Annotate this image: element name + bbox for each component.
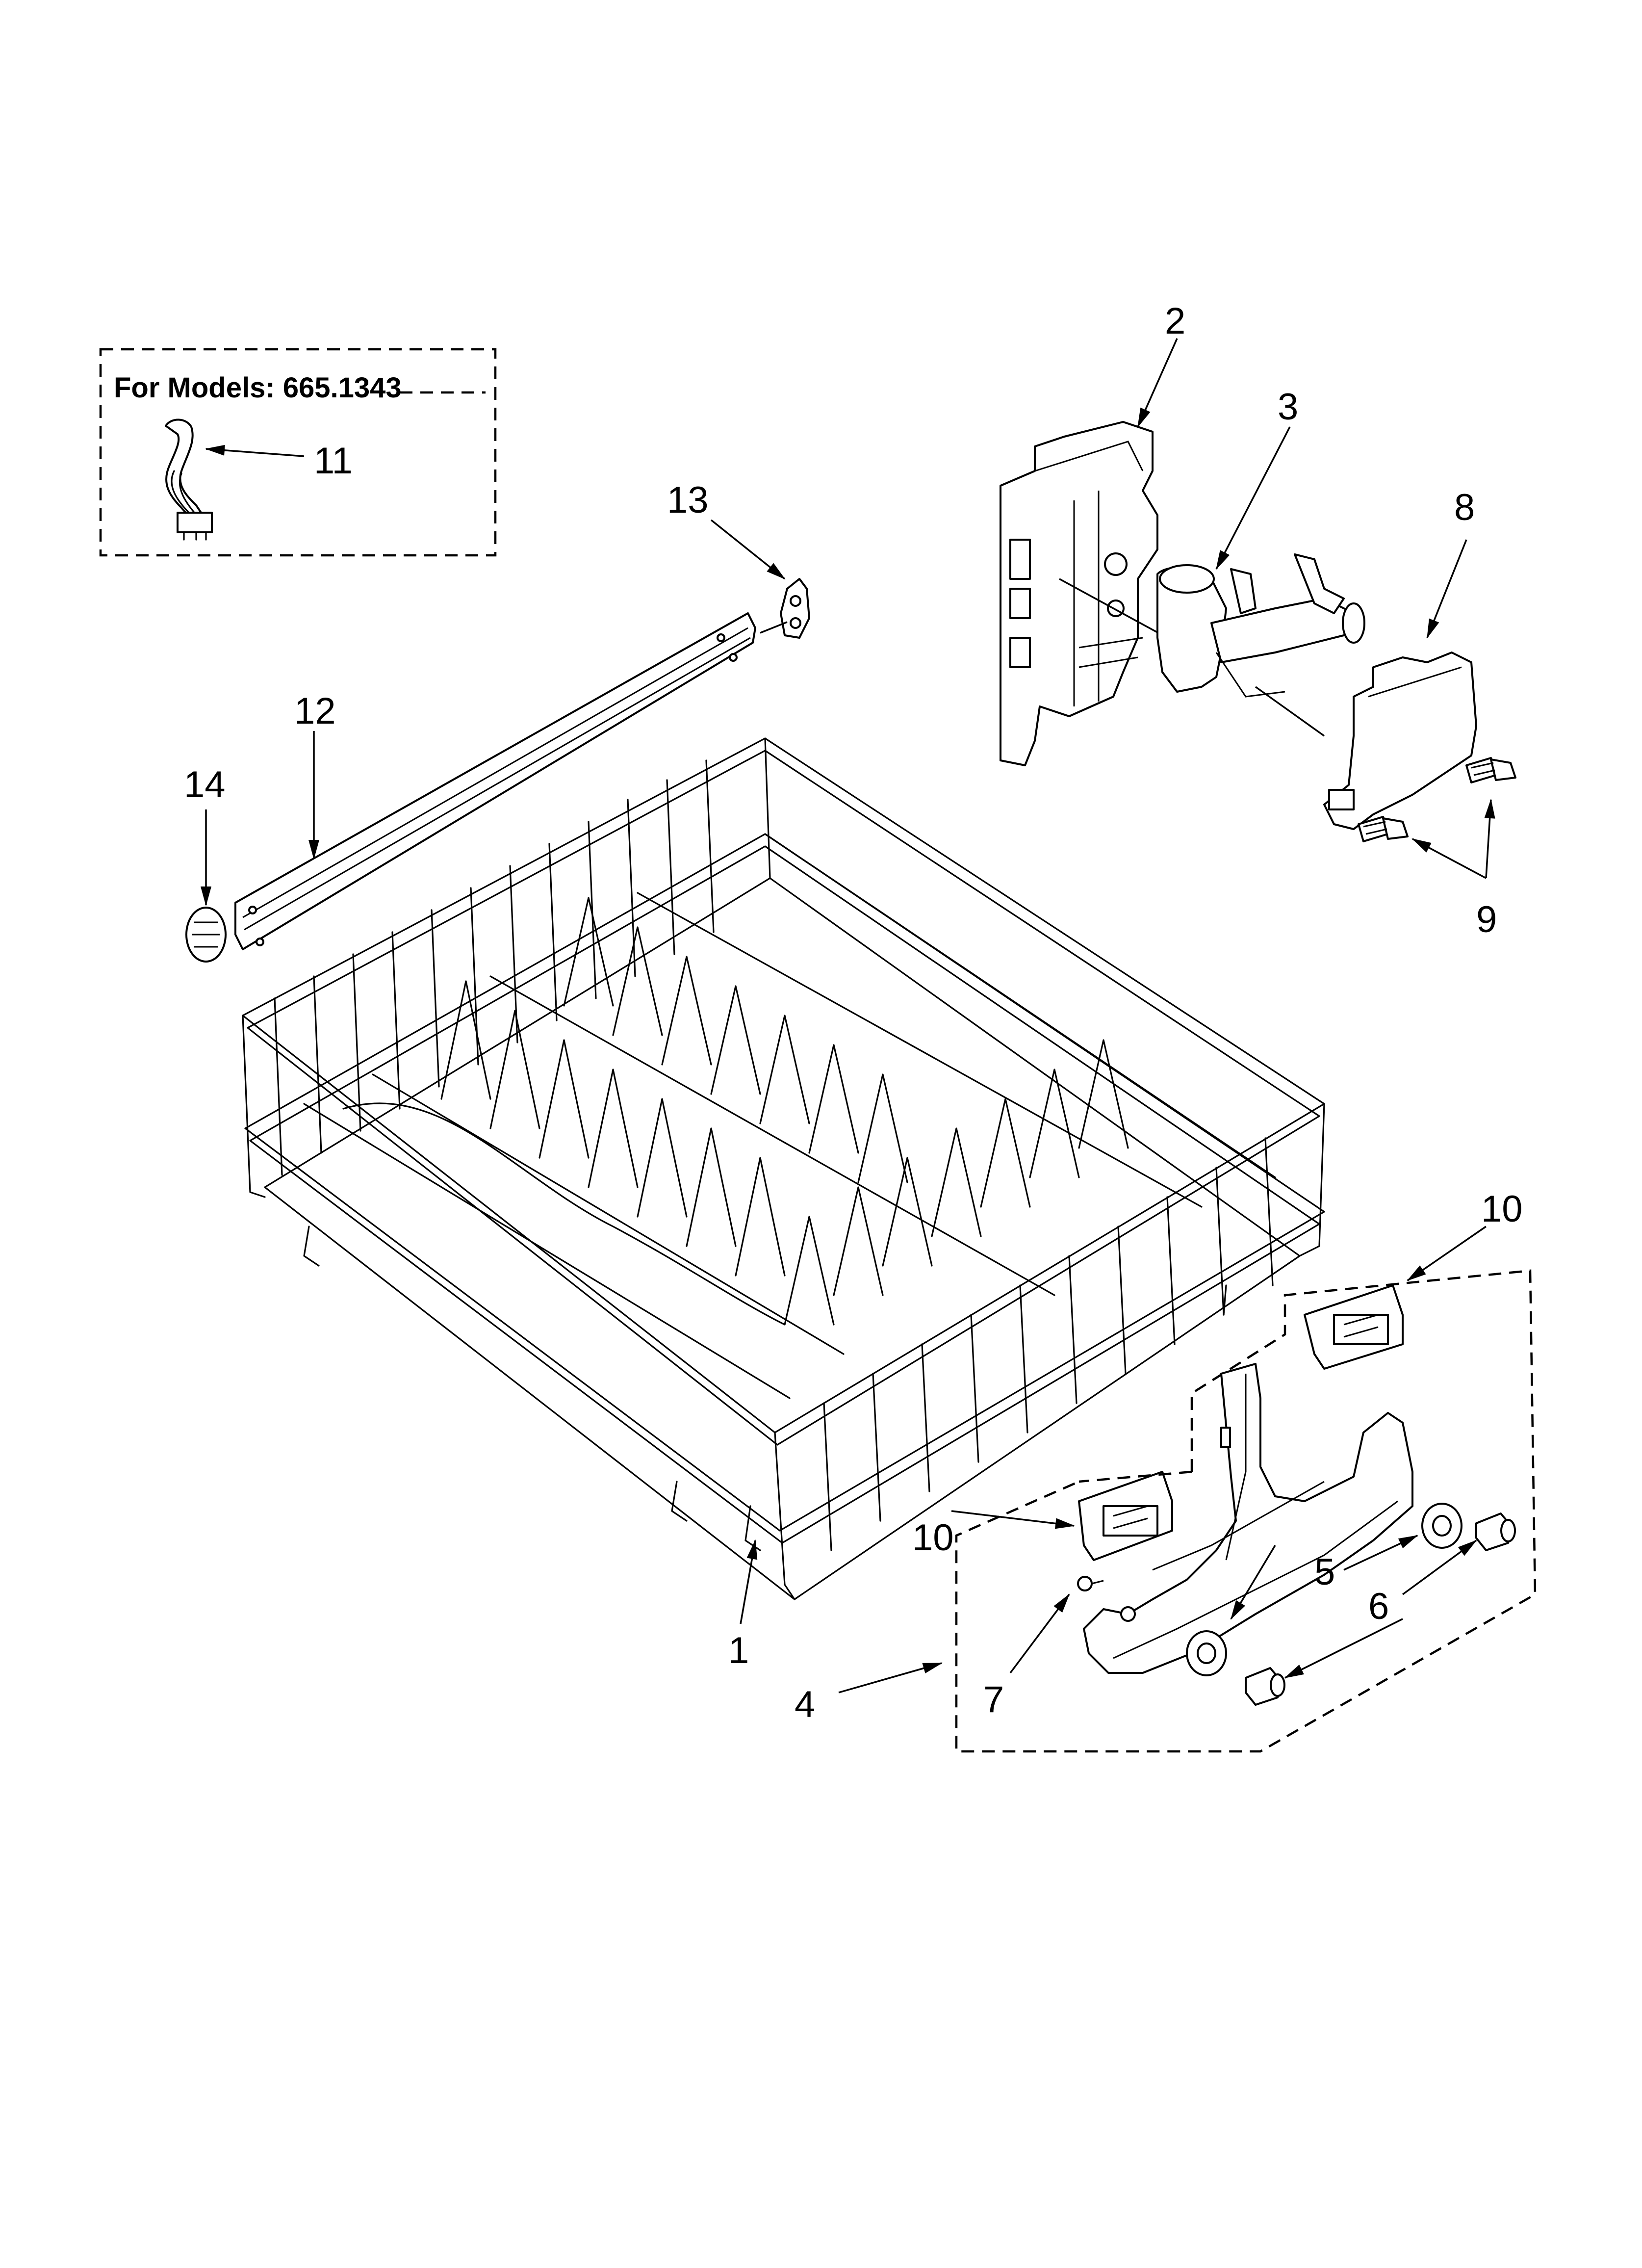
callout-14: 14 — [184, 764, 226, 806]
callout-7: 7 — [983, 1679, 1004, 1721]
leader-arrows — [201, 338, 1495, 1694]
callout-3: 3 — [1278, 386, 1298, 428]
wheel-lower-part — [1186, 1630, 1227, 1676]
callout-10-lower: 10 — [912, 1517, 954, 1559]
wheel-upper-part — [1421, 1503, 1462, 1549]
adjuster-lever-part — [1156, 553, 1365, 698]
rail-stop-part — [185, 907, 227, 963]
adjuster-housing-part — [1000, 421, 1158, 766]
slide-upper-part — [1304, 1284, 1404, 1370]
callout-10-upper: 10 — [1481, 1188, 1523, 1230]
rack-bracket-part — [1083, 1363, 1413, 1674]
slide-lower-part — [1078, 1471, 1173, 1561]
callout-4: 4 — [795, 1684, 815, 1725]
rail-end-cap-part — [760, 578, 810, 639]
rail-part — [234, 612, 756, 950]
dishrack-part — [242, 737, 1325, 1600]
callout-9: 9 — [1476, 899, 1497, 940]
callout-11: 11 — [314, 440, 353, 482]
callout-8: 8 — [1454, 487, 1475, 528]
callout-2: 2 — [1165, 300, 1185, 342]
pin-part — [1077, 1576, 1104, 1591]
axle-lower-part — [1245, 1667, 1285, 1706]
callout-1: 1 — [728, 1630, 749, 1671]
screw-lower — [1358, 816, 1409, 842]
screw-parts — [1358, 757, 1516, 842]
axle-upper-part — [1475, 1512, 1516, 1551]
callout-labels: 1 2 3 4 5 6 7 8 9 10 10 11 12 13 14 — [184, 300, 1523, 1725]
models-label: For Models: 665.1343 — [114, 372, 402, 404]
callout-13: 13 — [667, 479, 709, 521]
callout-12: 12 — [294, 690, 336, 732]
models-box: For Models: 665.1343 — [99, 348, 497, 557]
cover-part — [1323, 652, 1477, 830]
screw-upper — [1465, 757, 1516, 783]
callout-6: 6 — [1368, 1586, 1389, 1627]
wire-harness-part — [165, 418, 213, 541]
assembly-group-box — [955, 1269, 1537, 1753]
callout-5: 5 — [1314, 1551, 1335, 1593]
